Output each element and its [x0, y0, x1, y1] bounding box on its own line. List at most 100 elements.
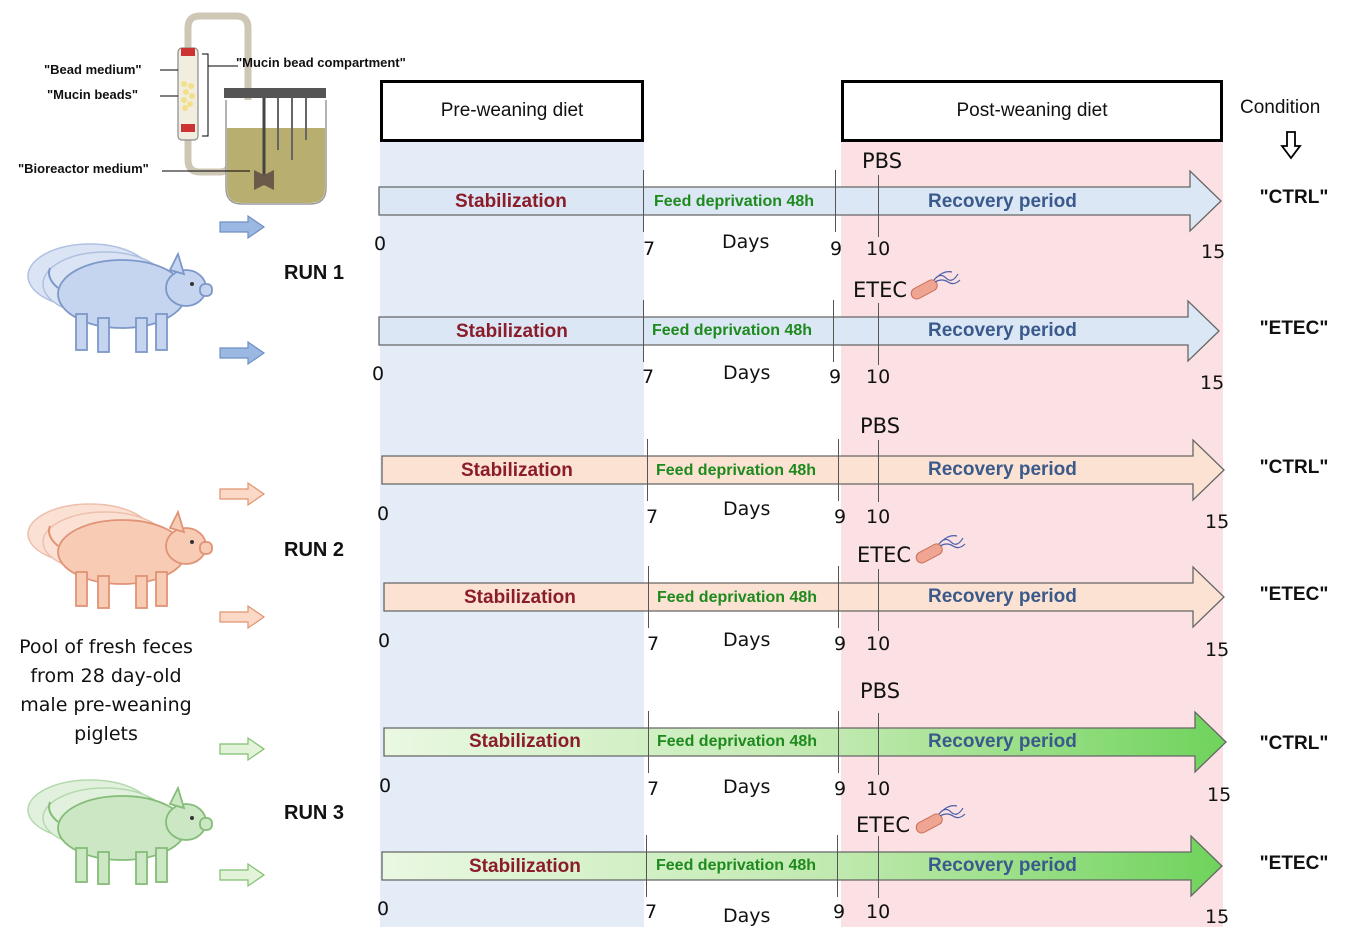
days-label: Days — [723, 776, 771, 798]
tick-15: 15 — [1205, 511, 1230, 533]
stabilization-label: Stabilization — [455, 191, 567, 212]
tick-10: 10 — [866, 633, 891, 655]
tick-7: 7 — [647, 633, 660, 655]
day-10-line — [878, 836, 879, 898]
condition-label: "ETEC" — [1259, 853, 1329, 874]
etec-marker: ETEC — [857, 543, 912, 567]
days-label: Days — [723, 498, 771, 520]
stabilization-label: Stabilization — [456, 321, 568, 342]
feed-deprivation-label: Feed deprivation 48h — [657, 733, 818, 750]
tick-10: 10 — [866, 778, 891, 800]
day-7-line — [646, 835, 647, 897]
day-9-line — [835, 170, 836, 232]
recovery-period-label: Recovery period — [928, 855, 1077, 876]
day-7-line — [648, 711, 649, 773]
tick-7: 7 — [642, 366, 655, 388]
day-7-line — [647, 439, 648, 501]
day-7-line — [643, 170, 644, 232]
day-10-line — [878, 303, 879, 365]
day-7-line — [648, 566, 649, 628]
day-9-line — [838, 439, 839, 501]
days-label: Days — [723, 629, 771, 651]
condition-down-arrow-icon — [1280, 131, 1302, 160]
day-9-line — [838, 566, 839, 628]
bioreactor-schematic — [160, 12, 327, 205]
feces-pool-description: Pool of fresh feces from 28 day-old male… — [19, 636, 193, 745]
condition-heading: Condition — [1240, 97, 1321, 118]
condition-label: "CTRL" — [1259, 457, 1329, 478]
inlet-arrow-icon — [219, 214, 266, 240]
bioreactor-medium-label: "Bioreactor medium" — [18, 161, 149, 176]
tick-7: 7 — [646, 506, 659, 528]
pig-blue-icon — [27, 243, 213, 353]
inlet-arrow-icon — [219, 862, 266, 888]
feed-deprivation-label: Feed deprivation 48h — [657, 589, 818, 606]
bacterium-icon — [915, 535, 966, 564]
pre-weaning-diet-box: Pre-weaning diet — [380, 80, 644, 142]
tick-0: 0 — [372, 363, 385, 385]
inlet-arrow-icon — [219, 340, 266, 366]
tick-9: 9 — [834, 778, 847, 800]
condition-label: "CTRL" — [1259, 187, 1329, 208]
tick-0: 0 — [377, 898, 390, 920]
tick-7: 7 — [645, 901, 658, 923]
mucin-beads-label: "Mucin beads" — [47, 87, 139, 102]
mucin-bead-compartment-label: "Mucin bead compartment" — [236, 55, 406, 70]
run-1-label: RUN 1 — [284, 262, 345, 284]
inlet-arrow-icon — [219, 736, 266, 762]
tick-15: 15 — [1201, 241, 1226, 263]
stabilization-label: Stabilization — [464, 587, 576, 608]
pbs-marker: PBS — [860, 414, 901, 438]
tick-9: 9 — [834, 633, 847, 655]
tick-15: 15 — [1207, 784, 1232, 806]
feed-deprivation-label: Feed deprivation 48h — [656, 857, 817, 874]
stabilization-label: Stabilization — [461, 460, 573, 481]
pbs-marker: PBS — [860, 679, 901, 703]
tick-7: 7 — [647, 778, 660, 800]
tick-0: 0 — [379, 775, 392, 797]
tick-9: 9 — [830, 238, 843, 260]
day-10-line — [878, 440, 879, 502]
timeline-arrow — [378, 299, 1220, 363]
pre-weaning-diet-label: Pre-weaning diet — [440, 100, 584, 121]
feed-deprivation-label: Feed deprivation 48h — [654, 193, 815, 210]
timeline-arrow — [381, 438, 1225, 502]
recovery-period-label: Recovery period — [928, 320, 1077, 341]
tick-15: 15 — [1205, 906, 1230, 928]
day-10-line — [878, 713, 879, 775]
pig-orange-icon — [27, 503, 213, 609]
post-weaning-diet-box: Post-weaning diet — [841, 80, 1223, 142]
days-label: Days — [723, 362, 771, 384]
timeline-arrow — [383, 710, 1227, 774]
tick-10: 10 — [866, 901, 891, 923]
condition-label: "ETEC" — [1259, 318, 1329, 339]
run-3-label: RUN 3 — [284, 802, 345, 824]
day-9-line — [838, 711, 839, 773]
tick-10: 10 — [866, 238, 891, 260]
day-10-line — [878, 175, 879, 237]
condition-label: "ETEC" — [1259, 584, 1329, 605]
day-10-line — [878, 569, 879, 631]
tick-0: 0 — [374, 233, 387, 255]
timeline-arrow — [381, 834, 1223, 898]
tick-10: 10 — [866, 366, 891, 388]
recovery-period-label: Recovery period — [928, 731, 1077, 752]
tick-0: 0 — [378, 630, 391, 652]
tick-9: 9 — [829, 366, 842, 388]
run-2-label: RUN 2 — [284, 539, 345, 561]
etec-marker: ETEC — [856, 813, 911, 837]
post-weaning-shading — [841, 140, 1223, 927]
etec-marker: ETEC — [853, 278, 908, 302]
day-9-line — [837, 835, 838, 897]
tick-15: 15 — [1205, 639, 1230, 661]
recovery-period-label: Recovery period — [928, 191, 1077, 212]
stabilization-label: Stabilization — [469, 856, 581, 877]
pig-green-icon — [27, 779, 213, 885]
pbs-marker: PBS — [862, 149, 903, 173]
stabilization-label: Stabilization — [469, 731, 581, 752]
days-label: Days — [723, 905, 771, 927]
post-weaning-diet-label: Post-weaning diet — [956, 100, 1108, 121]
inlet-arrow-icon — [219, 604, 266, 630]
bacterium-icon — [910, 271, 961, 300]
tick-10: 10 — [866, 506, 891, 528]
